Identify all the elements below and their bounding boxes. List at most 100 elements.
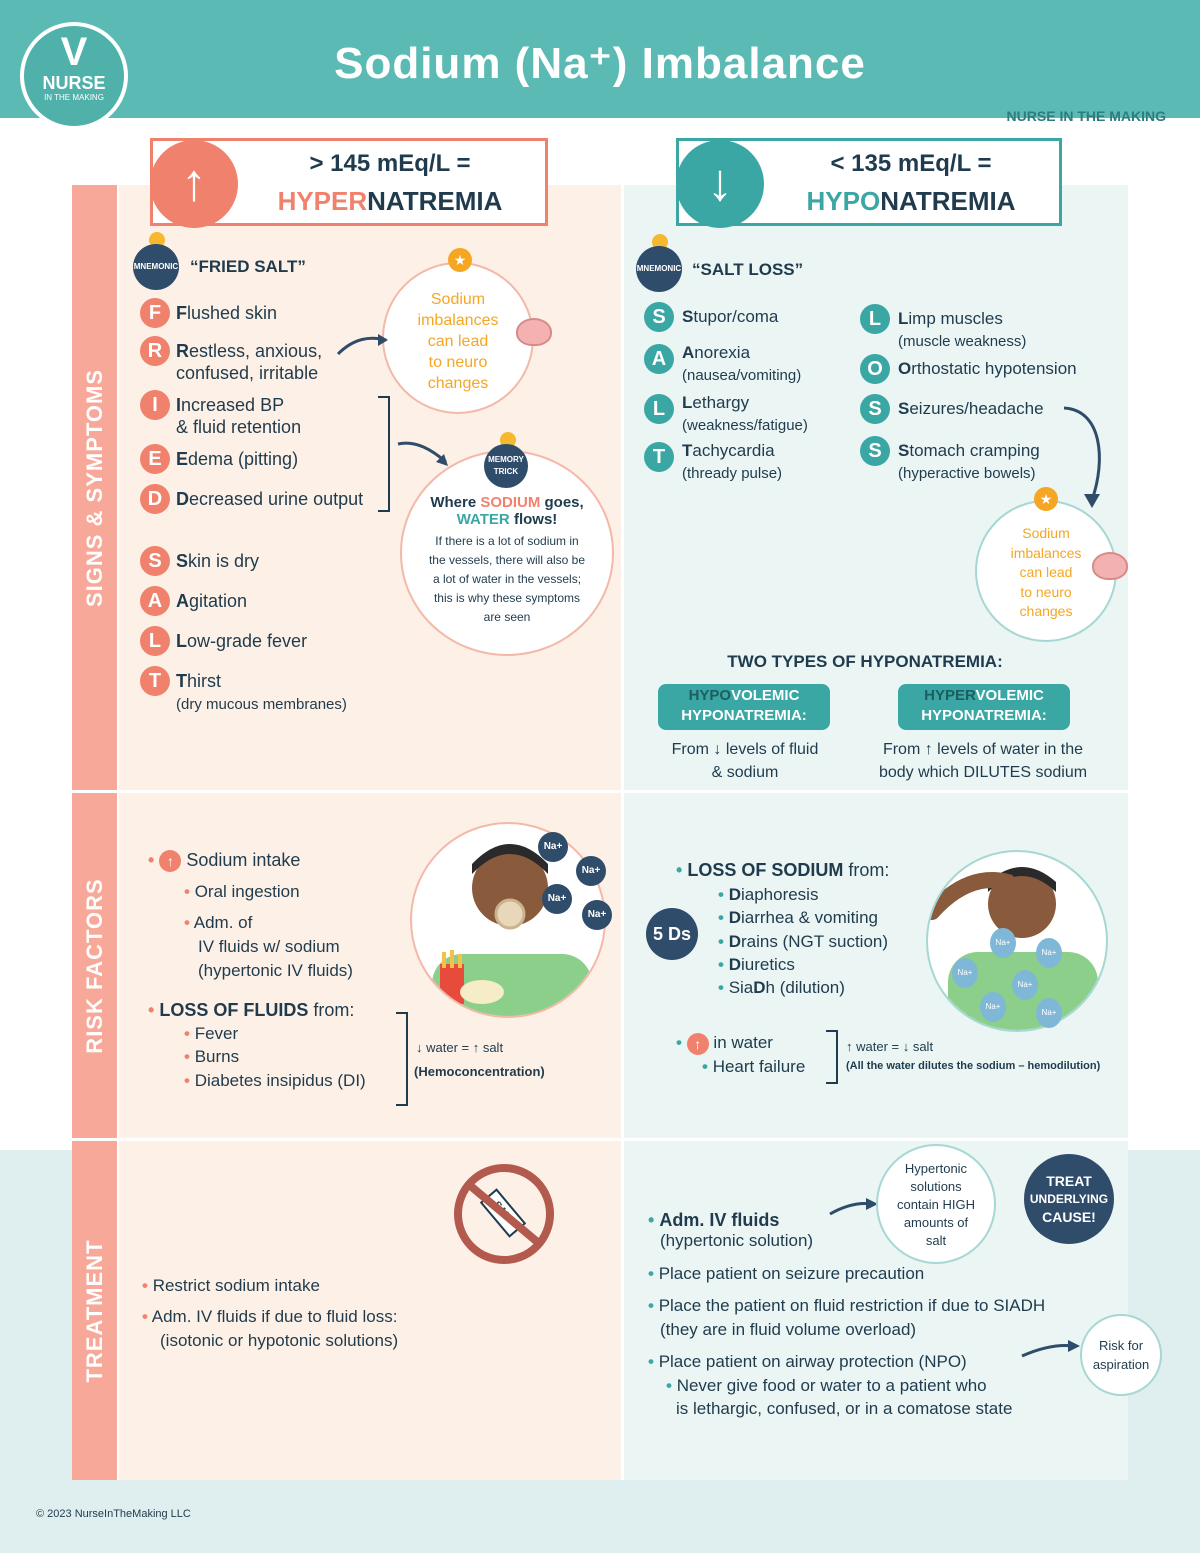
treatment-adm-iv: • Adm. IV fluids [648,1210,780,1230]
hypo-mnemonic-title: “SALT LOSS” [692,260,804,279]
treatment-adm-iv-sub: (hypertonic solution) [660,1231,814,1250]
letter-badge: A [644,344,674,374]
list-item: O Orthostatic hypotension [860,354,1120,394]
list-item: S Stomach cramping(hyperactive bowels) [860,436,1120,486]
header-band [0,0,1200,118]
risk-loss-sodium: • LOSS OF SODIUM from: [676,860,890,880]
list-item: S Skin is dry [140,546,400,586]
treatment-never: • Never give food or water to a patient … [666,1376,987,1395]
list-item: L Low-grade fever [140,626,400,666]
letter-badge: T [140,666,170,696]
sweat-drop-icon: Na+ [990,928,1016,958]
aspiration-bubble: Risk for aspiration [1080,1314,1162,1396]
list-item-text: Stupor/coma [682,307,779,326]
list-item: I Increased BP& fluid retention [140,390,400,444]
treatment-iv: • Adm. IV fluids if due to fluid loss: [142,1307,398,1326]
treat-cause-badge: TREAT UNDERLYING CAUSE! [1024,1154,1114,1244]
list-item: L Lethargy(weakness/fatigue) [644,388,854,436]
memory-trick-body: If there is a lot of sodium in the vesse… [428,534,586,624]
risk-d-item: • Diaphoresis [718,885,819,904]
hemodilution-note-2: (All the water dilutes the sodium – hemo… [846,1060,1101,1072]
letter-badge: S [860,436,890,466]
risk-oral: • Oral ingestion [184,882,300,901]
arrow-icon [1063,406,1101,508]
letter-badge: E [140,444,170,474]
list-item-text: Thirst(dry mucous membranes) [176,671,347,713]
sweat-drop-icon: Na+ [980,992,1006,1022]
list-item-text: Tachycardia(thready pulse) [682,441,783,482]
letter-badge: T [644,442,674,472]
arrow-icon [829,1198,878,1216]
sodium-ion-icon: Na+ [576,856,606,886]
copyright: © 2023 NurseInTheMaking LLC [36,1508,191,1520]
list-item-text: Decreased urine output [176,489,364,509]
up-arrow-icon: ↑ [159,850,182,873]
list-item: T Thirst(dry mucous membranes) [140,666,400,716]
person-eating-icon [432,844,592,1016]
list-item-text: Edema (pitting) [176,449,299,469]
list-item-text: Lethargy(weakness/fatigue) [682,393,808,434]
arrow-icon [1021,1340,1080,1358]
person-eating-illustration [410,822,606,1018]
memory-trick-badge: MEMORY TRICK [484,444,528,488]
list-item-text: Limp muscles(muscle weakness) [898,309,1027,350]
arrow-icon [397,441,448,466]
bracket [396,1012,408,1106]
list-item: R Restless, anxious,confused, irritable [140,336,400,390]
memory-trick-heading: Where SODIUM goes, [430,494,584,511]
letter-badge: S [860,394,890,424]
treatment-iv-sub: (isotonic or hypotonic solutions) [160,1331,399,1350]
hypovolemic-desc: From ↓ levels of fluid & sodium [671,741,819,781]
hemodilution-note: ↑ water = ↓ salt [846,1039,934,1054]
no-salt-icon: SALT [454,1164,554,1264]
risk-fever: • Fever [184,1024,239,1043]
list-item-text: Agitation [176,591,248,611]
person-sweating-icon [928,867,1098,1030]
list-item: L Limp muscles(muscle weakness) [860,304,1120,354]
sodium-ion-icon: Na+ [538,832,568,862]
hyper-title: HYPERNATREMIA [277,186,503,216]
page-title: Sodium (Na⁺) Imbalance [334,39,866,88]
salt-list: S Stupor/coma A Anorexia(nausea/vomiting… [644,302,854,484]
bracket [378,396,390,512]
neuro-change-bubble: Sodium imbalances can lead to neuro chan… [382,262,534,414]
list-item-text: Stomach cramping(hyperactive bowels) [898,441,1040,482]
person-sweating-illustration [926,850,1108,1032]
list-item: T Tachycardia(thready pulse) [644,436,854,484]
loss-list: L Limp muscles(muscle weakness) O Orthos… [860,304,1120,486]
side-label-treatment: TREATMENT [72,1141,117,1480]
risk-d-item: • Diarrhea & vomiting [718,908,878,927]
risk-di: • Diabetes insipidus (DI) [184,1071,366,1090]
logo-tag: IN THE MAKING [44,93,104,102]
list-item-text: Flushed skin [176,303,278,323]
sweat-drop-icon: Na+ [1012,970,1038,1000]
mnemonic-badge: MNEMONIC [133,244,179,290]
hypertonic-bubble: Hypertonic solutions contain HIGH amount… [876,1144,996,1264]
list-item-text: Orthostatic hypotension [898,359,1077,378]
hypo-title: HYPONATREMIA [806,186,1016,216]
treatment-airway: • Place patient on airway protection (NP… [648,1352,967,1371]
letter-badge: I [140,390,170,420]
hypovolemic-pill: HYPOVOLEMIC HYPONATREMIA: [658,684,830,730]
sodium-ion-icon: Na+ [542,884,572,914]
list-item: A Anorexia(nausea/vomiting) [644,338,854,388]
hyper-value: > 145 mEq/L = [309,150,471,177]
star-icon: ★ [1034,487,1058,511]
risk-sodium-intake: • ↑ Sodium intake [148,848,300,873]
risk-d-item: • SiaDh (dilution) [718,978,845,997]
list-item: S Seizures/headache [860,394,1120,436]
treatment-seizure: • Place patient on seizure precaution [648,1264,925,1283]
risk-water: • ↑ in water [676,1031,773,1055]
letter-badge: F [140,298,170,328]
brand-logo: V NURSE IN THE MAKING [20,22,128,130]
arrow-down-icon: ↓ [676,140,764,228]
letter-badge: L [140,626,170,656]
mnemonic-badge: MNEMONIC [636,246,682,292]
list-item: A Agitation [140,586,400,626]
arrow-up-icon: ↑ [150,140,238,228]
brain-icon [1092,552,1128,580]
fried-list: F Flushed skin R Restless, anxious,confu… [140,298,400,716]
treatment-fluid-restriction: • Place the patient on fluid restriction… [648,1296,1046,1315]
logo-word: NURSE [42,73,106,93]
risk-adm: • Adm. of [184,913,253,932]
